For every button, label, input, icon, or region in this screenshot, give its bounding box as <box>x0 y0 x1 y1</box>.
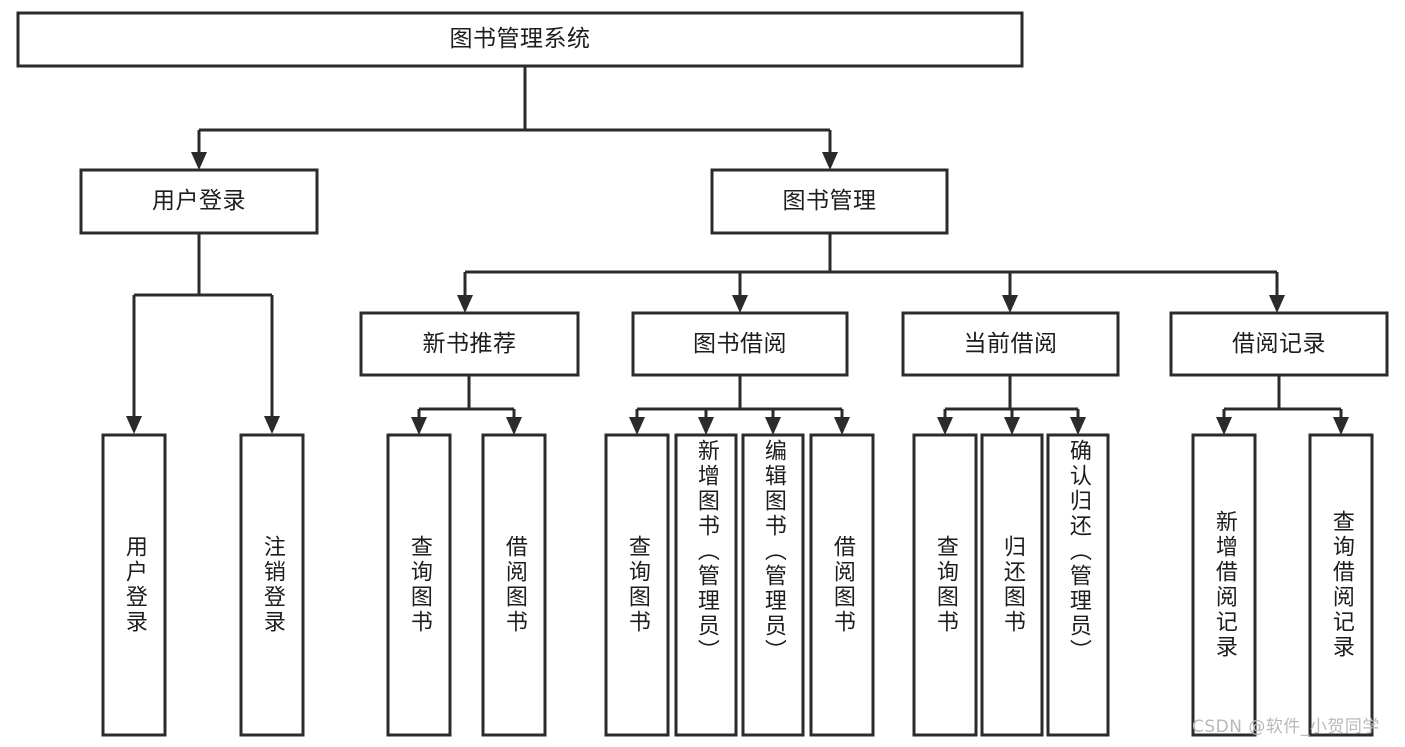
node-box-user-login[interactable] <box>79 168 319 235</box>
arrowhead-leaf-add-record <box>1216 417 1232 435</box>
arrowhead-leaf-borrow-book-a <box>506 417 522 435</box>
node-box-leaf-add-book[interactable] <box>674 433 738 737</box>
connector-group-borrow-record-to-leaves <box>1216 375 1349 435</box>
arrowhead-new-book-recommend <box>457 295 473 313</box>
arrowhead-current-borrow <box>1002 295 1018 313</box>
arrowhead-leaf-return-book <box>1004 417 1020 435</box>
connector-group-book-borrow-to-leaves <box>629 375 850 435</box>
arrowhead-borrow-record <box>1269 295 1285 313</box>
node-box-borrow-record[interactable] <box>1169 311 1389 377</box>
arrowhead-leaf-query-record <box>1333 417 1349 435</box>
node-box-leaf-query-book-a[interactable] <box>386 433 452 737</box>
arrowhead-leaf-borrow-book-b <box>834 417 850 435</box>
connector-group-current-borrow-to-leaves <box>937 375 1086 435</box>
connector-group-book-manage-to-level3 <box>457 233 1285 313</box>
arrowhead-leaf-user-login <box>126 416 142 434</box>
node-box-leaf-query-record[interactable] <box>1308 433 1374 737</box>
arrowhead-leaf-query-book-b <box>629 417 645 435</box>
node-box-leaf-logout[interactable] <box>239 433 305 737</box>
arrowhead-leaf-query-book-a <box>411 417 427 435</box>
node-box-root[interactable] <box>16 11 1024 68</box>
node-box-leaf-confirm-return[interactable] <box>1046 433 1110 737</box>
node-box-leaf-query-book-b[interactable] <box>604 433 670 737</box>
connector-group-root-to-level2 <box>191 66 838 170</box>
arrowhead-book-manage <box>822 152 838 170</box>
node-box-leaf-borrow-book-b[interactable] <box>809 433 875 737</box>
node-box-leaf-borrow-book-a[interactable] <box>481 433 547 737</box>
node-box-new-book-recommend[interactable] <box>359 311 580 377</box>
node-box-book-borrow[interactable] <box>631 311 849 377</box>
connector-group-user-login-to-leaves <box>126 233 280 434</box>
node-box-book-manage[interactable] <box>710 168 949 235</box>
arrowhead-leaf-confirm-return <box>1070 417 1086 435</box>
node-box-leaf-add-record[interactable] <box>1191 433 1257 737</box>
node-box-leaf-query-book-c[interactable] <box>912 433 978 737</box>
connector-group-new-book-to-leaves <box>411 375 522 435</box>
node-box-leaf-edit-book[interactable] <box>741 433 805 737</box>
node-box-current-borrow[interactable] <box>901 311 1120 377</box>
arrowhead-leaf-add-book <box>698 417 714 435</box>
node-box-leaf-return-book[interactable] <box>980 433 1044 737</box>
arrowhead-leaf-query-book-c <box>937 417 953 435</box>
arrowhead-leaf-edit-book <box>765 417 781 435</box>
arrowhead-leaf-logout <box>264 416 280 434</box>
node-box-leaf-user-login[interactable] <box>101 433 167 737</box>
arrowhead-user-login <box>191 152 207 170</box>
arrowhead-book-borrow <box>732 295 748 313</box>
